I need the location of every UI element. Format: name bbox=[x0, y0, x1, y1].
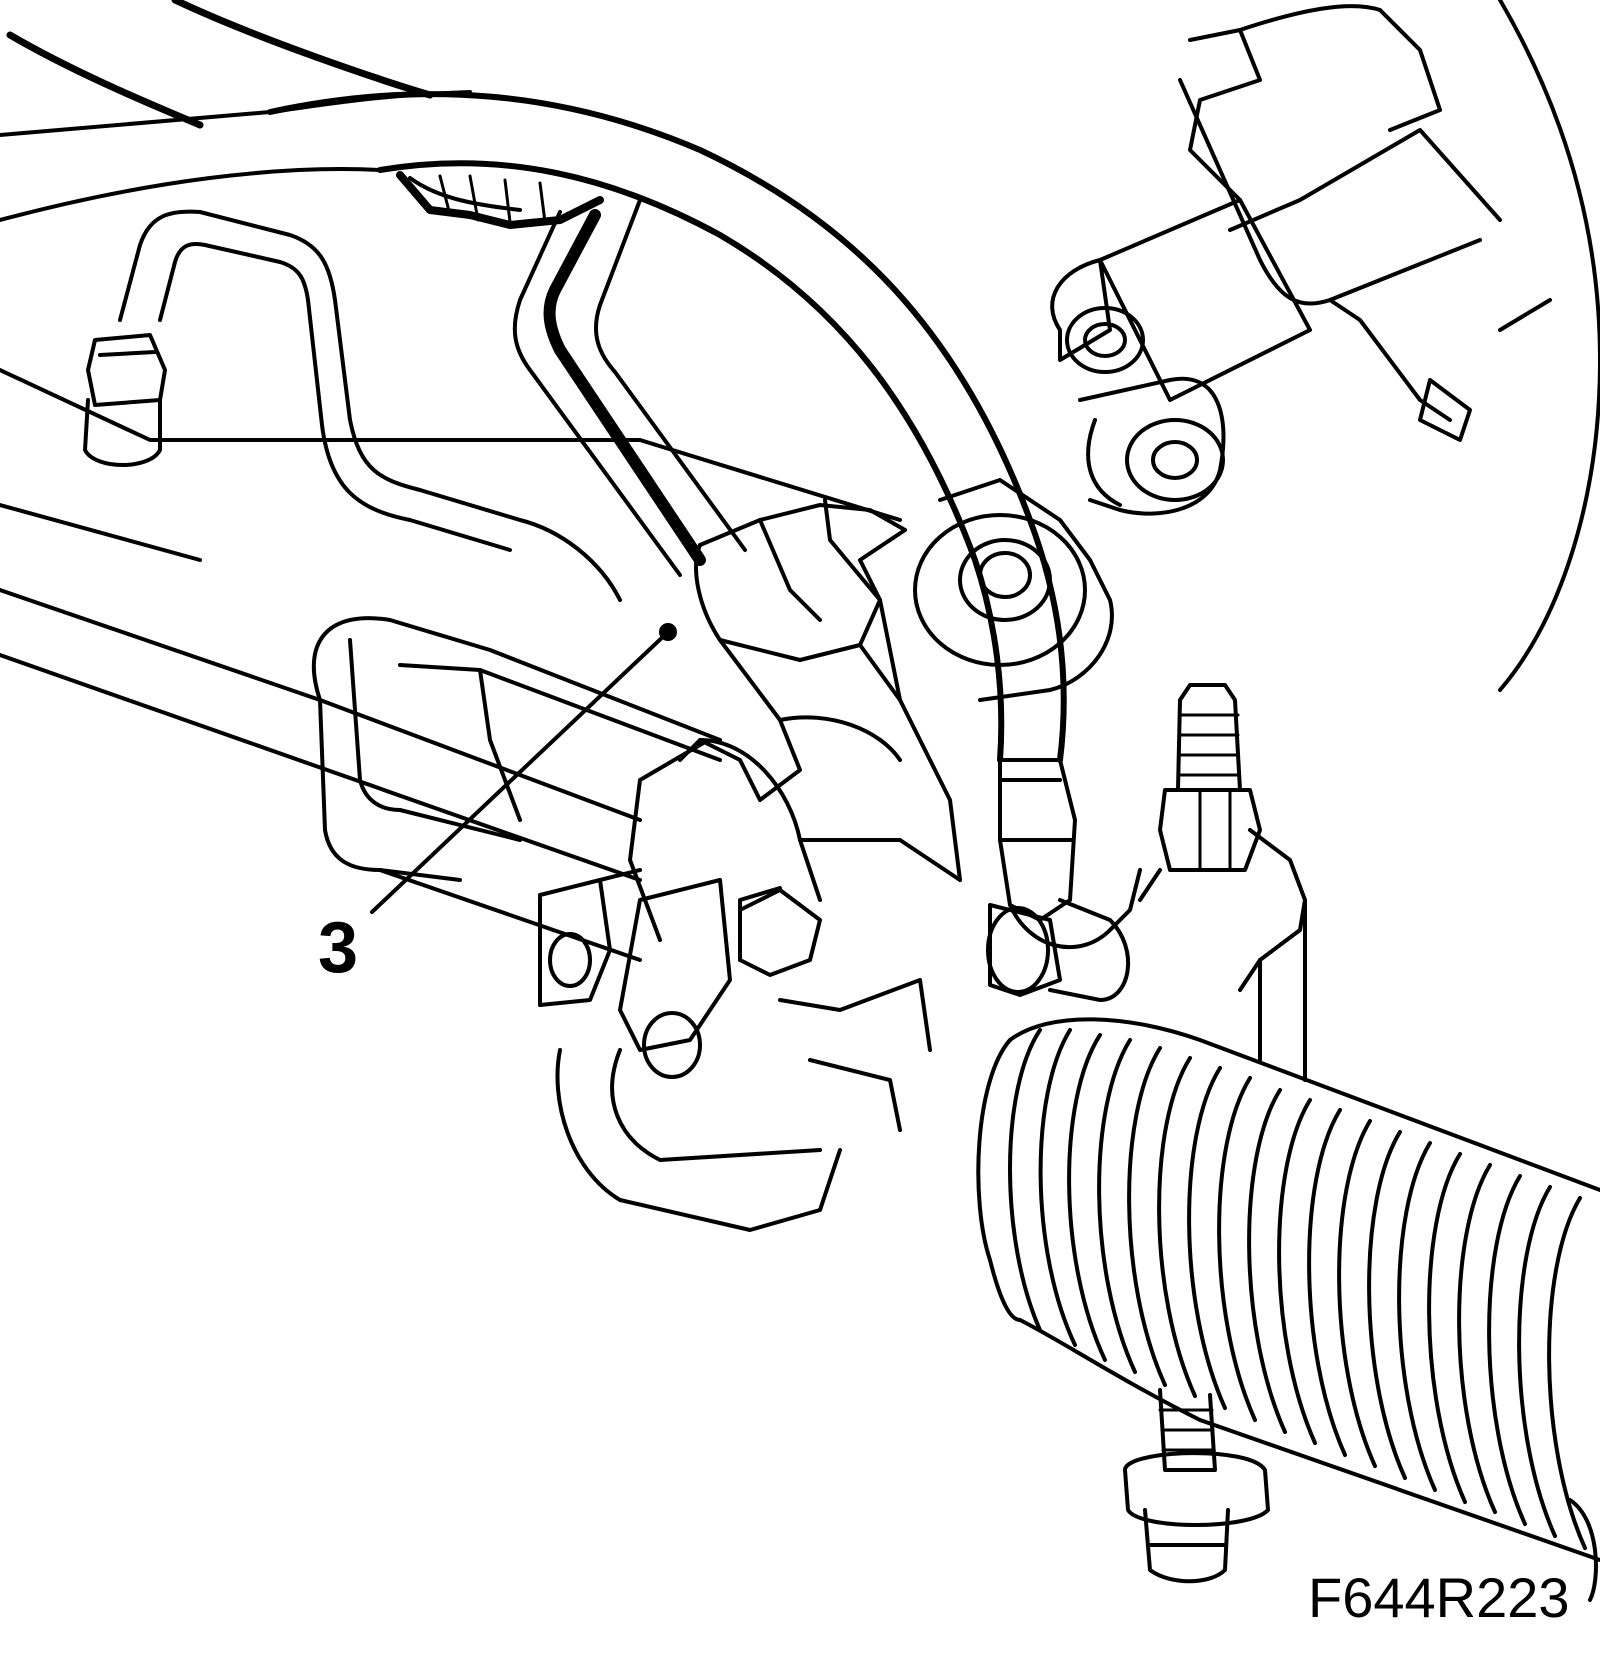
rack-tube bbox=[0, 588, 722, 1007]
callout-leader bbox=[370, 623, 677, 914]
rubber-bellows bbox=[976, 1017, 1600, 1602]
threaded-stud bbox=[1138, 683, 1307, 1082]
union-nut bbox=[86, 333, 167, 407]
steering-shaft-universal-joint bbox=[1050, 0, 1600, 692]
return-pipe bbox=[512, 198, 747, 577]
callout-label: 3 bbox=[318, 908, 359, 988]
lower-mounting-bolt bbox=[1123, 1388, 1270, 1584]
figure-id: F644R223 bbox=[1308, 1566, 1570, 1629]
mounting-bracket bbox=[555, 878, 932, 1232]
pipe-union bbox=[986, 758, 1142, 1002]
pressure-hose bbox=[267, 91, 1067, 763]
brake-line-left bbox=[83, 209, 622, 602]
mounting-bolt bbox=[738, 888, 822, 977]
rack-clamp-tab bbox=[538, 878, 612, 1007]
